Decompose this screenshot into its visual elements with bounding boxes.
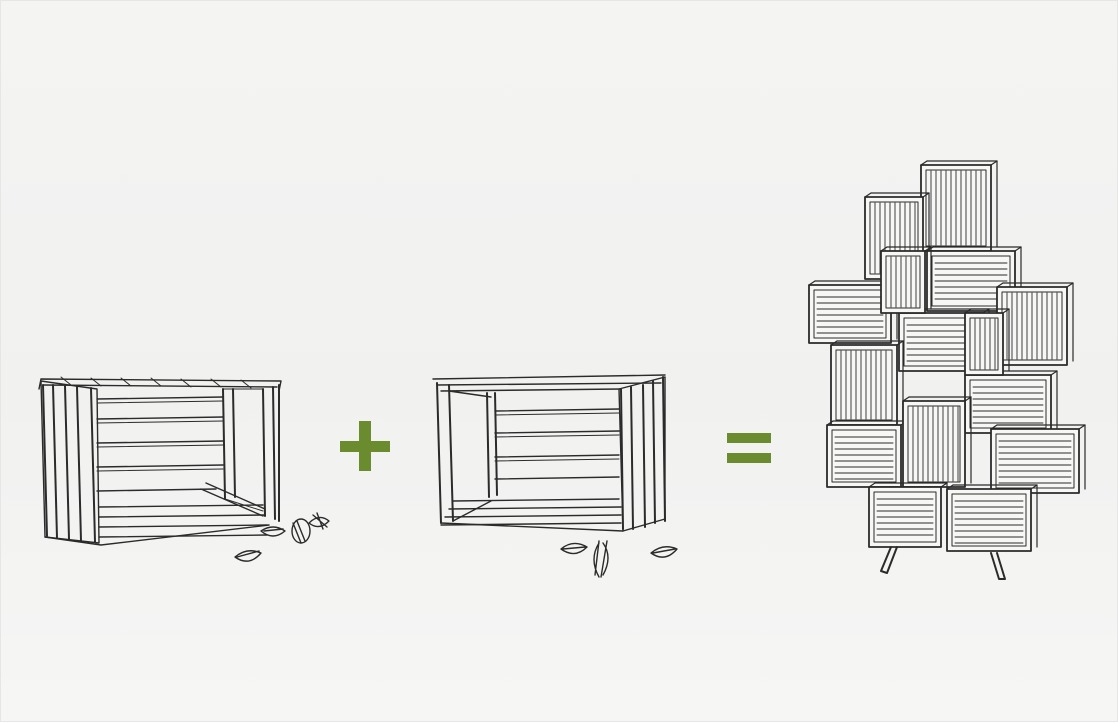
fastener-brackets-sketch — [235, 513, 329, 561]
shelf-crate — [947, 485, 1037, 551]
wooden-crate-sketch — [433, 375, 665, 531]
equals-sign — [727, 433, 771, 463]
shelf-crate — [869, 483, 947, 547]
wooden-crate-sketch — [39, 377, 281, 545]
shelf-crate — [831, 341, 903, 425]
crate-bookshelf-sketch — [809, 161, 1085, 579]
shelf-crate — [965, 371, 1057, 433]
shelf-crate — [965, 309, 1009, 375]
plus-sign — [340, 421, 390, 471]
shelf-crate — [881, 247, 931, 313]
fastener-brackets-sketch — [561, 541, 677, 577]
shelf-crate — [827, 421, 907, 487]
shelf-crate — [903, 397, 971, 487]
shelf-crate — [921, 161, 997, 251]
shelf-crate — [991, 425, 1085, 493]
